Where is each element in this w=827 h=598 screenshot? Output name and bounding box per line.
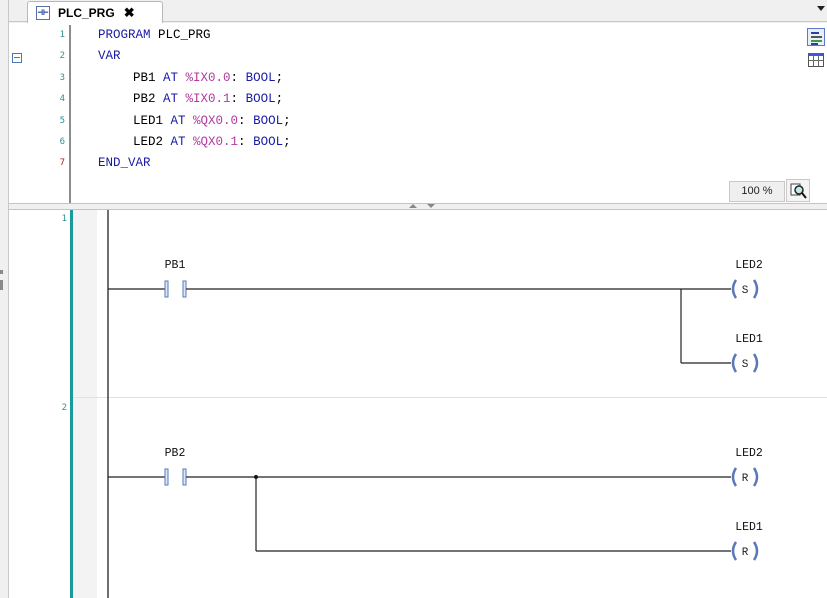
code-line[interactable]: PB1 AT %IX0.0: BOOL; — [98, 68, 291, 89]
editor-tab-bar: ⊣⊢ PLC_PRG ✖ — [9, 0, 827, 23]
keyword-token: VAR — [98, 49, 121, 64]
collapse-icon[interactable] — [12, 53, 22, 63]
rung-number: 2 — [61, 403, 67, 413]
keyword-token: END_VAR — [98, 156, 151, 171]
ladder-pou-icon: ⊣⊢ — [36, 5, 50, 20]
tab-list-dropdown-icon[interactable] — [817, 6, 825, 11]
identifier-token: PB2 — [133, 92, 156, 107]
view-toggle-icons — [805, 28, 827, 67]
contact-label: PB2 — [165, 447, 186, 460]
close-icon[interactable]: ✖ — [123, 4, 135, 20]
coil-right-paren — [752, 467, 759, 487]
identifier-token: ; — [283, 113, 291, 128]
code-line[interactable]: VAR — [98, 46, 291, 67]
panel-marker — [0, 270, 3, 274]
line-number: 4 — [59, 94, 65, 105]
set-coil-letter: S — [742, 359, 749, 371]
identifier-token: ; — [275, 92, 284, 107]
coil-right-paren — [752, 541, 759, 561]
tabular-view-icon[interactable] — [808, 53, 824, 67]
line-number: 1 — [59, 30, 65, 40]
identifier-token: ; — [275, 70, 284, 85]
line-number: 3 — [59, 72, 65, 83]
coil-label: LED2 — [735, 447, 763, 460]
code-line[interactable]: PB2 AT %IX0.1: BOOL; — [98, 89, 291, 110]
identifier-token: PLC_PRG — [150, 28, 211, 42]
address-token: %IX0.1 — [185, 92, 231, 107]
zoom-button[interactable] — [786, 179, 810, 202]
keyword-token: AT — [163, 113, 194, 128]
line-numbers: 1 2 3 4 5 6 7 — [29, 25, 71, 203]
identifier-token: : — [238, 113, 254, 128]
coil-right-paren — [752, 279, 759, 299]
textual-view-icon[interactable] — [807, 28, 825, 46]
coil-left-paren — [731, 353, 738, 373]
keyword-token: AT — [155, 70, 186, 85]
pane-splitter[interactable] — [9, 203, 827, 210]
code-line[interactable]: END_VAR — [98, 153, 291, 174]
set-coil-letter: S — [742, 285, 749, 297]
contact-left-bar — [164, 468, 169, 486]
keyword-token: BOOL — [253, 134, 284, 149]
coil-label: LED2 — [735, 259, 763, 272]
keyword-token: AT — [155, 92, 186, 107]
line-number: 7 — [59, 158, 65, 169]
coil-right-paren — [752, 353, 759, 373]
rung-number: 1 — [61, 214, 67, 224]
keyword-token: BOOL — [253, 113, 284, 128]
keyword-token: BOOL — [245, 70, 276, 85]
code-line[interactable]: LED2 AT %QX0.1: BOOL; — [98, 132, 291, 153]
fold-gutter — [9, 23, 29, 203]
code-line[interactable]: LED1 AT %QX0.0: BOOL; — [98, 111, 291, 132]
identifier-token: LED2 — [133, 134, 164, 149]
declaration-editor[interactable]: 1 2 3 4 5 6 7 PROGRAM PLC_PRG VAR PB1 AT %IX0.0:… — [9, 23, 827, 203]
zoom-level[interactable]: 100 % — [729, 181, 785, 202]
tab-label: PLC_PRG — [58, 5, 115, 20]
identifier-token: : — [230, 92, 246, 107]
keyword-token: AT — [163, 134, 194, 149]
code-line[interactable]: PROGRAM PLC_PRG — [98, 25, 291, 46]
identifier-token: ; — [283, 134, 291, 149]
coil-left-paren — [731, 541, 738, 561]
identifier-token: : — [230, 70, 246, 85]
panel-marker — [0, 280, 3, 290]
rung-margin — [73, 210, 97, 598]
address-token: %IX0.0 — [185, 70, 231, 85]
tab-plc-prg[interactable]: ⊣⊢ PLC_PRG ✖ — [27, 1, 163, 23]
contact-right-bar — [182, 280, 187, 298]
contact-left-bar — [164, 280, 169, 298]
coil-label: LED1 — [735, 521, 763, 534]
reset-coil-letter: R — [742, 547, 749, 559]
line-number: 2 — [59, 51, 65, 62]
coil-left-paren — [731, 467, 738, 487]
coil-label: LED1 — [735, 333, 763, 346]
rung-separator — [73, 397, 827, 398]
collapse-down-icon[interactable] — [427, 204, 435, 208]
line-number: 6 — [59, 136, 65, 147]
address-token: %QX0.1 — [193, 134, 239, 149]
collapse-up-icon[interactable] — [409, 204, 417, 208]
keyword-token: BOOL — [245, 92, 276, 107]
keyword-token: PROGRAM — [98, 28, 151, 42]
contact-right-bar — [182, 468, 187, 486]
address-token: %QX0.0 — [193, 113, 239, 128]
line-number: 5 — [59, 115, 65, 126]
rung-gutter — [70, 210, 73, 598]
contact-label: PB1 — [165, 259, 186, 272]
coil-left-paren — [731, 279, 738, 299]
left-panel-edge — [0, 0, 9, 598]
magnifier-icon — [790, 183, 807, 199]
reset-coil-letter: R — [742, 473, 749, 485]
identifier-token: LED1 — [133, 113, 164, 128]
identifier-token: PB1 — [133, 70, 156, 85]
identifier-token: : — [238, 134, 254, 149]
